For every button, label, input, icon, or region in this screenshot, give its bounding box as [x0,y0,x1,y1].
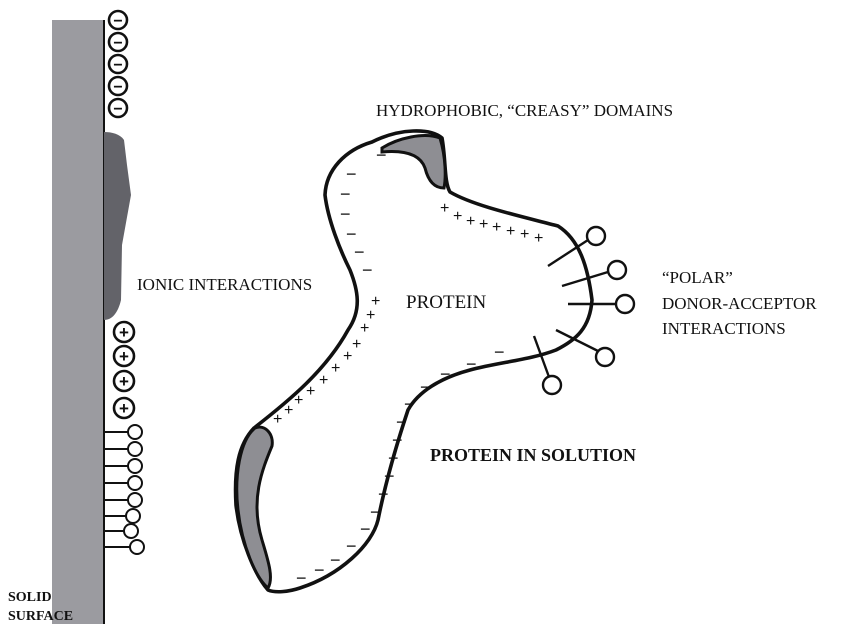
protein-polar-group [556,330,614,366]
svg-text:−: − [113,35,122,52]
protein-positive-charge: + [479,216,488,233]
protein-negative-charge: − [346,164,357,184]
svg-text:−: − [113,13,122,30]
protein-negative-charge: − [376,145,387,165]
protein-positive-charge: + [520,226,529,243]
surface-negative-charges: − − − − − [109,11,127,118]
protein-negative-charge: − [346,224,357,244]
protein-negative-charge: − [494,342,505,362]
surface-polar-group [104,459,142,473]
protein-negative-charge: − [314,560,325,580]
surface-polar-group [104,476,142,490]
surface-positive-charge: + [114,371,134,391]
protein-negative-charge: − [388,448,399,468]
protein-positive-charge: + [331,360,340,377]
protein-negative-charge: − [296,568,307,588]
solid-surface-block [52,20,104,624]
protein-outline [236,131,592,592]
protein-negative-charge: − [370,502,381,522]
svg-text:−: − [113,101,122,118]
protein-negative-charge: − [404,394,415,414]
protein-negative-charge: − [330,550,341,570]
protein-negative-charge: − [362,260,373,280]
protein-negative-charge: − [354,242,365,262]
protein-negative-charge: − [384,466,395,486]
polar-label-line1: “POLAR” [662,268,733,287]
surface-polar-groups [104,425,144,554]
surface-polar-group [104,425,142,439]
protein-negative-charge: − [420,377,431,397]
protein-positive-charge: + [319,372,328,389]
protein-positive-charge: + [453,208,462,225]
protein-negative-charge: − [340,204,351,224]
polar-label-line2: DONOR-ACCEPTOR [662,294,817,313]
svg-text:−: − [113,57,122,74]
svg-text:+: + [119,399,129,418]
protein-positive-charge: + [343,348,352,365]
protein-label: PROTEIN [406,292,487,313]
protein-positive-charge: + [506,223,515,240]
protein-negative-charge: − [340,184,351,204]
protein-positive-charge: + [360,320,369,337]
protein-positive-charge: + [466,213,475,230]
protein-negative-charge: − [396,412,407,432]
hydrophobic-surface-patch [104,132,131,320]
surface-polar-group [104,493,142,507]
protein-negative-charge: − [346,536,357,556]
surface-polar-group [104,540,144,554]
surface-polar-group [104,442,142,456]
surface-negative-charge: − [109,77,127,96]
surface-positive-charge: + [114,398,134,418]
svg-text:+: + [119,347,129,366]
surface-negative-charge: − [109,11,127,30]
protein: − − − − − − − + + + + + + + + + + + + + … [236,131,634,592]
protein-positive-charge: + [273,411,282,428]
protein-negative-charge: − [466,354,477,374]
protein-positive-charge: + [306,383,315,400]
protein-positive-charge: + [352,336,361,353]
ionic-interactions-label: IONIC INTERACTIONS [137,275,312,294]
protein-positive-charge: + [440,200,449,217]
polar-label-line3: INTERACTIONS [662,319,786,338]
surface-positive-charges: + + + + [114,322,134,418]
protein-positive-charge: + [284,402,293,419]
protein-positive-charge: + [294,392,303,409]
surface-negative-charge: − [109,99,127,118]
protein-positive-charge: + [534,230,543,247]
solid-surface-label-line2: SURFACE [8,609,73,624]
surface-negative-charge: − [109,55,127,74]
surface-positive-charge: + [114,322,134,342]
protein-negative-charge: − [440,364,451,384]
svg-text:+: + [119,372,129,391]
surface-negative-charge: − [109,33,127,52]
surface-polar-group [104,509,140,523]
protein-negative-charge: − [378,484,389,504]
protein-negative-charge: − [392,430,403,450]
svg-text:+: + [119,323,129,342]
hydrophobic-domains-label: HYDROPHOBIC, “CREASY” DOMAINS [376,101,673,120]
protein-negative-charge: − [360,519,371,539]
svg-text:−: − [113,79,122,96]
protein-positive-charge: + [492,219,501,236]
protein-in-solution-label: PROTEIN IN SOLUTION [430,445,636,465]
surface-polar-group [104,524,138,538]
surface-positive-charge: + [114,346,134,366]
solid-surface-label-line1: SOLID [8,590,52,605]
